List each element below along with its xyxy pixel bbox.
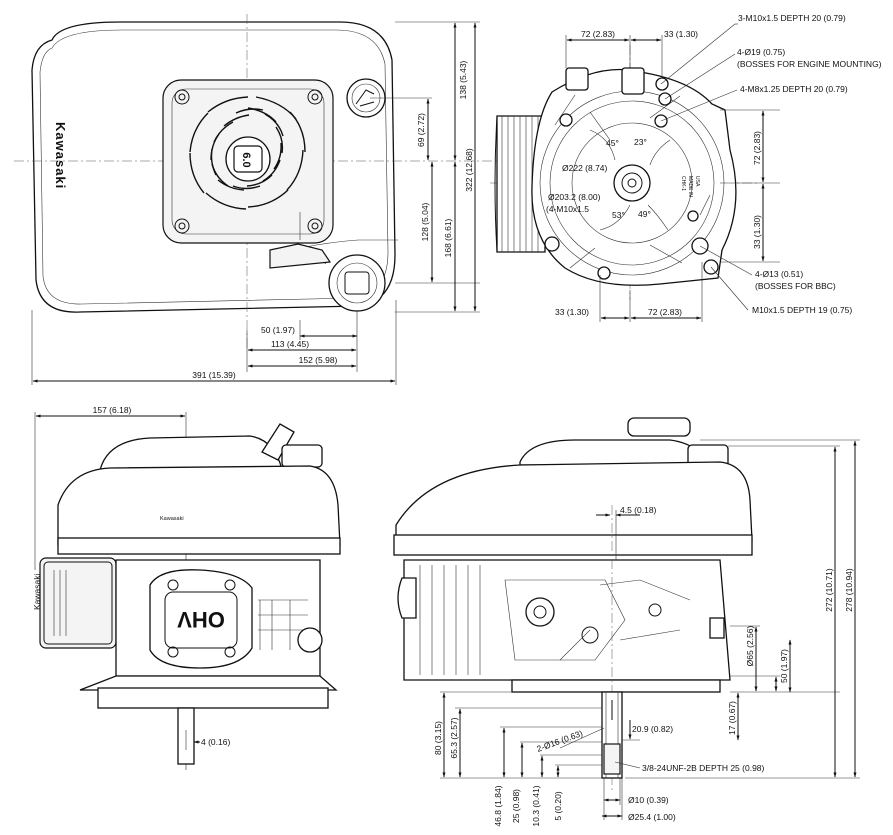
flange-notes: 3-M10x1.5 DEPTH 20 (0.79) 4-Ø19 (0.75) (…: [660, 13, 882, 315]
stamp-text: CHK-1 MADE IN USA: [680, 176, 700, 197]
top-view-dims: 391 (15.39) 50 (1.97) 113 (4.45) 152 (5.…: [31, 21, 480, 385]
cooling-vents: [189, 96, 306, 210]
dim-top-33: 33 (1.30): [664, 29, 698, 39]
svg-text:Kawasaki: Kawasaki: [32, 574, 42, 610]
brand-label: Kawasaki: [53, 122, 68, 189]
dim-322: 322 (12.68): [464, 148, 474, 192]
side-shroud: [395, 461, 753, 541]
dim-152: 152 (5.98): [299, 355, 338, 365]
flange-view: 45° 23° 53° 49° Ø222 (8.74) Ø203.2 (8.00…: [490, 13, 882, 322]
dim-d10: Ø10 (0.39): [628, 795, 669, 805]
dim-offset-4-5: 4.5 (0.18): [620, 505, 657, 515]
svg-text:6.0: 6.0: [240, 152, 252, 167]
dim-278: 278 (10.94): [844, 568, 854, 612]
front-brand: Kawasaki: [160, 516, 184, 522]
svg-text:MADE IN: MADE IN: [687, 176, 693, 197]
front-shroud: [57, 465, 341, 546]
angle-53: 53°: [612, 210, 625, 220]
angle-23: 23°: [634, 137, 647, 147]
side-oil-cap: [627, 417, 691, 437]
top-view: 6.0 Kawasaki 391 (15.39) 50 (1.97) 113 (…: [14, 14, 505, 385]
angle-49: 49°: [638, 209, 651, 219]
note-4-d19: 4-Ø19 (0.75): [737, 47, 785, 57]
dim-128: 128 (5.04): [420, 202, 430, 241]
dim-m10: (4-M10x1.5: [546, 204, 589, 214]
dim-5: 5 (0.20): [553, 791, 563, 820]
dim-138: 138 (5.43): [458, 60, 468, 99]
dim-right-33: 33 (1.30): [752, 215, 762, 249]
dim-69: 69 (2.72): [416, 113, 426, 147]
dim-10-3: 10.3 (0.41): [531, 785, 541, 826]
side-view: 4.5 (0.18) 272 (10.71) 278 (10.94) Ø65 (…: [393, 417, 860, 827]
dim-50-side: 50 (1.97): [779, 649, 789, 683]
fuel-cap: [328, 254, 386, 312]
dim-bottom-72: 72 (2.83): [648, 307, 682, 317]
dim-width-391: 391 (15.39): [192, 370, 236, 380]
dim-d65: Ø65 (2.56): [745, 626, 755, 667]
dim-80: 80 (3.15): [433, 721, 443, 755]
dim-right-72: 72 (2.83): [752, 131, 762, 165]
note-bosses-bbc: (BOSSES FOR BBC): [755, 281, 836, 291]
note-4-m8: 4-M8x1.25 DEPTH 20 (0.79): [740, 84, 848, 94]
note-m10-depth20: 3-M10x1.5 DEPTH 20 (0.79): [738, 13, 846, 23]
note-m10-depth19: M10x1.5 DEPTH 19 (0.75): [752, 305, 852, 315]
dim-113: 113 (4.45): [271, 339, 309, 349]
valve-cover: [149, 569, 253, 669]
angle-45: 45°: [606, 138, 619, 148]
dim-20-9: 20.9 (0.82): [632, 724, 673, 734]
note-bosses-mounting: (BOSSES FOR ENGINE MOUNTING): [737, 59, 882, 69]
svg-text:USA: USA: [694, 176, 700, 187]
dim-d222: Ø222 (8.74): [562, 163, 608, 173]
svg-text:CHK-1: CHK-1: [680, 176, 686, 191]
dim-top-72: 72 (2.83): [581, 29, 615, 39]
dim-d25-4: Ø25.4 (1.00): [628, 812, 676, 822]
ohv-label: OHV: [177, 607, 225, 632]
dim-157: 157 (6.18): [93, 405, 132, 415]
cylinder-fins: [494, 115, 546, 253]
dim-2-d16: 2-Ø16 (0.63): [535, 728, 584, 754]
oil-cap-front: [261, 423, 295, 461]
dim-168: 168 (6.61): [443, 218, 453, 257]
dim-65-3: 65.3 (2.57): [449, 717, 459, 758]
dim-272: 272 (10.71): [824, 568, 834, 612]
note-4-d13: 4-Ø13 (0.51): [755, 269, 803, 279]
dim-46-8: 46.8 (1.84): [493, 785, 503, 826]
note-thread: 3/8-24UNF-2B DEPTH 25 (0.98): [642, 763, 765, 773]
dim-50: 50 (1.97): [261, 325, 295, 335]
dim-key-4: 4 (0.16): [201, 737, 230, 747]
dim-25: 25 (0.98): [511, 789, 521, 823]
front-view: 157 (6.18) Kawasaki Kawasaki OHV 4 (0.16…: [32, 405, 341, 770]
dim-d203: Ø203.2 (8.00): [548, 192, 601, 202]
dim-17: 17 (0.67): [727, 701, 737, 735]
dim-bottom-33: 33 (1.30): [555, 307, 589, 317]
flange-view-dims: 72 (2.83) 33 (1.30) 33 (1.30) 72 (2.83) …: [555, 29, 780, 322]
